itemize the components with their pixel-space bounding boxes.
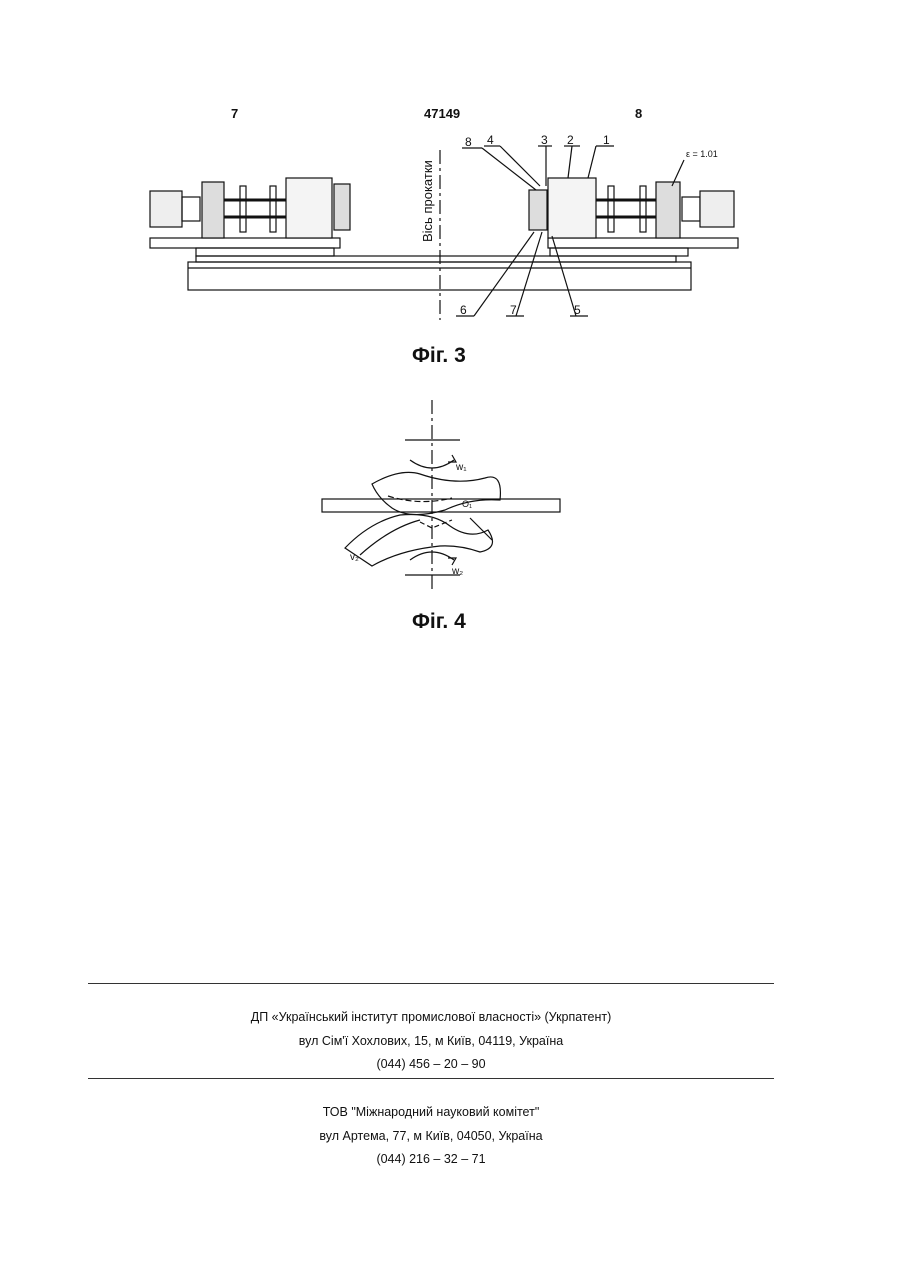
label-w2: w₂ bbox=[451, 566, 463, 577]
footer-phone-2: (044) 216 – 32 – 71 bbox=[0, 1152, 862, 1166]
label-v2: v₂ bbox=[350, 552, 359, 563]
footer-phone-1: (044) 456 – 20 – 90 bbox=[0, 1057, 862, 1071]
label-w1: w₁ bbox=[455, 462, 467, 473]
footer-divider-middle bbox=[88, 1078, 774, 1079]
label-o1: O₁ bbox=[462, 499, 472, 509]
footer-address-1: вул Сім'ї Хохлових, 15, м Київ, 04119, У… bbox=[0, 1034, 862, 1048]
footer-address-2: вул Артема, 77, м Київ, 04050, Україна bbox=[0, 1129, 862, 1143]
figure-4-drawing: w₁ w₂ v₂ O₁ bbox=[0, 0, 900, 620]
figure-4-caption: Фіг. 4 bbox=[412, 610, 466, 634]
footer-org-2: ТОВ "Міжнародний науковий комітет" bbox=[0, 1105, 862, 1119]
footer-divider-top bbox=[88, 983, 774, 984]
footer-org-1: ДП «Український інститут промислової вла… bbox=[0, 1010, 862, 1024]
